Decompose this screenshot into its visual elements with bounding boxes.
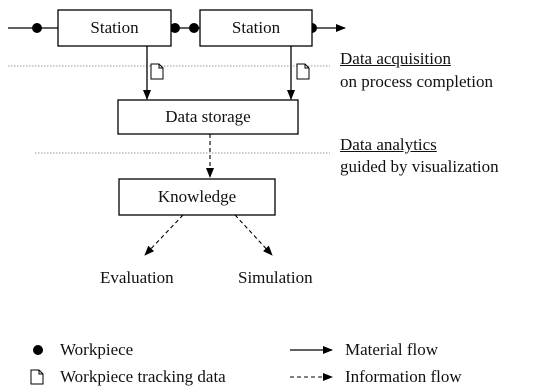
knowledge-label: Knowledge (157, 187, 237, 206)
station-label-2: Station (231, 18, 281, 37)
station-box-2 (199, 9, 313, 47)
data-storage-box (117, 99, 299, 135)
legend-workpiece-label: Workpiece (60, 340, 134, 359)
analytics-subtitle: guided by visualization (340, 157, 499, 176)
document-icon (150, 63, 164, 80)
legend-tracking-data-label: Workpiece tracking data (60, 367, 226, 386)
simulation-label: Simulation (238, 268, 313, 287)
document-icon (296, 63, 310, 80)
knowledge-box (118, 178, 276, 216)
legend-material-flow-label: Material flow (345, 340, 438, 359)
station-label-1: Station (90, 18, 139, 37)
workpiece-dot-icon (32, 23, 42, 33)
acquisition-subtitle: on process completion (340, 72, 493, 91)
workpiece-dot-icon (170, 23, 180, 33)
document-icon (30, 369, 44, 385)
acquisition-title: Data acquisition (340, 49, 451, 68)
evaluation-arrow (144, 214, 184, 256)
data-storage-label: Data storage (165, 107, 251, 126)
workpiece-dot-icon (189, 23, 199, 33)
evaluation-label: Evaluation (100, 268, 174, 287)
workpiece-dot-icon (33, 345, 43, 355)
station-box-1 (57, 9, 172, 47)
simulation-arrow (234, 214, 273, 256)
analytics-title: Data analytics (340, 135, 437, 154)
legend-information-flow-label: Information flow (345, 367, 462, 386)
